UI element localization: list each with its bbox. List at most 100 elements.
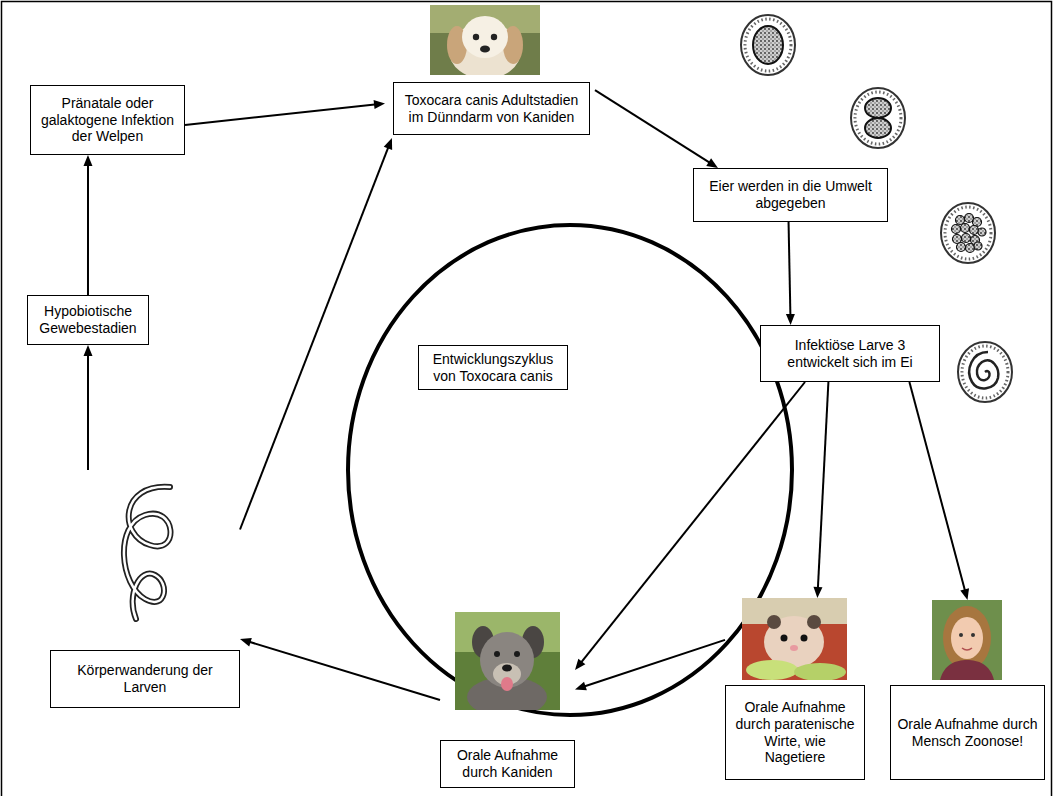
- egg-morula-part-part: [957, 243, 966, 252]
- egg-morula-part: [952, 214, 987, 253]
- egg-one-cell-part: [753, 26, 783, 64]
- woman-photo-part: [951, 617, 983, 659]
- text-box: Orale Aufnahme durch Kaniden: [440, 740, 575, 788]
- egg-morula-part-part: [961, 224, 970, 233]
- larva-drawing: [100, 475, 190, 625]
- text-box: Entwicklungszyklus von Toxocara canis: [418, 345, 568, 390]
- egg-two-cell-part: [855, 92, 901, 144]
- stage-node: Körperwanderung der Larven: [50, 470, 240, 708]
- dog-photo-part: [462, 16, 508, 58]
- flow-arrow: [83, 155, 92, 295]
- egg-larva-part: [969, 352, 998, 388]
- woman-photo-part: [962, 648, 972, 650]
- egg-larva: [958, 342, 1012, 402]
- arrow-head: [575, 682, 587, 691]
- dog-photo-part: [467, 677, 547, 710]
- flow-arrow: [595, 90, 718, 168]
- arrow-head: [575, 659, 585, 670]
- arrow-line: [595, 90, 711, 164]
- stage-node: Eier werden in die Umwelt abgegeben: [693, 168, 888, 222]
- flow-arrow: [240, 638, 440, 700]
- stage-node: Orale Aufnahme durch Kaniden: [440, 612, 575, 788]
- text-box: Infektiöse Larve 3 entwickelt sich im Ei: [760, 325, 940, 382]
- hamster-photo-part: [790, 645, 798, 651]
- dog-photo-part: [502, 665, 512, 672]
- text-box: Körperwanderung der Larven: [50, 650, 240, 708]
- flow-arrow: [909, 382, 969, 600]
- dog-photo-part: [494, 651, 500, 657]
- flow-arrow: [813, 382, 828, 598]
- egg-morula-part-part: [978, 228, 986, 236]
- stage-node: Entwicklungszyklus von Toxocara canis: [418, 345, 568, 390]
- dog-photo-part: [473, 34, 479, 40]
- dog-photo: [430, 5, 540, 75]
- hamster-photo-part: [801, 635, 808, 642]
- stage-node: Hypobiotische Gewebestadien: [27, 295, 149, 345]
- egg-larva-part: [962, 346, 1008, 398]
- text-box: Pränatale oder galaktogene Infektion der…: [30, 85, 185, 155]
- stage-node: Infektiöse Larve 3 entwickelt sich im Ei: [760, 325, 940, 382]
- text-box: Orale Aufnahme durch paratenische Wirte,…: [725, 685, 865, 780]
- arrow-line: [87, 163, 89, 295]
- larva-drawing-part: [124, 487, 171, 619]
- egg-one-cell-part: [745, 19, 791, 71]
- flow-arrow: [84, 345, 93, 470]
- flow-arrow: [185, 100, 385, 125]
- node-label: Orale Aufnahme durch paratenische Wirte,…: [732, 699, 858, 766]
- egg-morula-part-part: [962, 234, 971, 243]
- node-illustration: [430, 5, 540, 75]
- arrow-line: [818, 382, 829, 590]
- arrow-head: [240, 638, 252, 647]
- arrow-head: [960, 588, 969, 600]
- hamster-photo-part: [794, 663, 846, 680]
- arrow-line: [240, 145, 389, 529]
- egg-morula-part-part: [966, 244, 975, 253]
- egg-larva-part: [958, 342, 1012, 402]
- stage-node: Toxocara canis Adultstadien im Dünndarm …: [385, 5, 595, 138]
- stage-node: Orale Aufnahme durch Mensch Zoonose!: [890, 600, 1045, 780]
- node-label: Toxocara canis Adultstadien im Dünndarm …: [400, 92, 583, 126]
- dog-photo-part: [480, 45, 490, 52]
- egg-morula-part: [945, 207, 991, 259]
- text-box: Toxocara canis Adultstadien im Dünndarm …: [393, 82, 590, 135]
- arrow-head: [786, 314, 795, 325]
- arrow-line: [583, 640, 725, 687]
- node-label: Infektiöse Larve 3 entwickelt sich im Ei: [767, 337, 933, 371]
- woman-photo-part: [959, 633, 963, 637]
- arrow-line: [789, 222, 791, 317]
- arrow-head: [384, 138, 392, 150]
- egg-morula-part: [941, 203, 995, 263]
- larva-drawing-part: [124, 487, 171, 619]
- egg-morula-part-part: [974, 242, 982, 250]
- node-illustration: [455, 612, 560, 710]
- egg-two-cell: [851, 88, 905, 148]
- node-label: Pränatale oder galaktogene Infektion der…: [37, 95, 178, 145]
- hamster-photo-part: [746, 660, 798, 680]
- node-label: Hypobiotische Gewebestadien: [34, 303, 142, 337]
- node-label: Orale Aufnahme durch Kaniden: [447, 747, 568, 781]
- arrow-line: [580, 382, 805, 664]
- arrow-head: [84, 345, 93, 356]
- arrow-head: [83, 155, 92, 166]
- dog-photo-part: [501, 677, 513, 691]
- egg-morula-part-part: [970, 226, 979, 235]
- egg-two-cell-part: [865, 118, 891, 138]
- flow-arrow: [786, 222, 795, 325]
- hamster-photo-part: [742, 598, 847, 680]
- hamster-photo: [742, 598, 847, 680]
- node-illustration: [100, 475, 190, 625]
- egg-one-cell-part: [741, 15, 795, 75]
- dog-photo: [455, 612, 560, 710]
- stage-node: Pränatale oder galaktogene Infektion der…: [30, 85, 185, 155]
- cycle-circle: [348, 225, 792, 715]
- node-label: Eier werden in die Umwelt abgegeben: [700, 178, 881, 212]
- egg-morula-part-part: [956, 216, 965, 225]
- flow-arrow: [575, 640, 725, 690]
- hamster-photo-part: [807, 615, 821, 629]
- arrow-head: [706, 158, 718, 168]
- arrow-head: [813, 587, 822, 598]
- text-box: Eier werden in die Umwelt abgegeben: [693, 168, 888, 222]
- hamster-photo-part: [781, 635, 788, 642]
- node-illustration: [742, 598, 847, 680]
